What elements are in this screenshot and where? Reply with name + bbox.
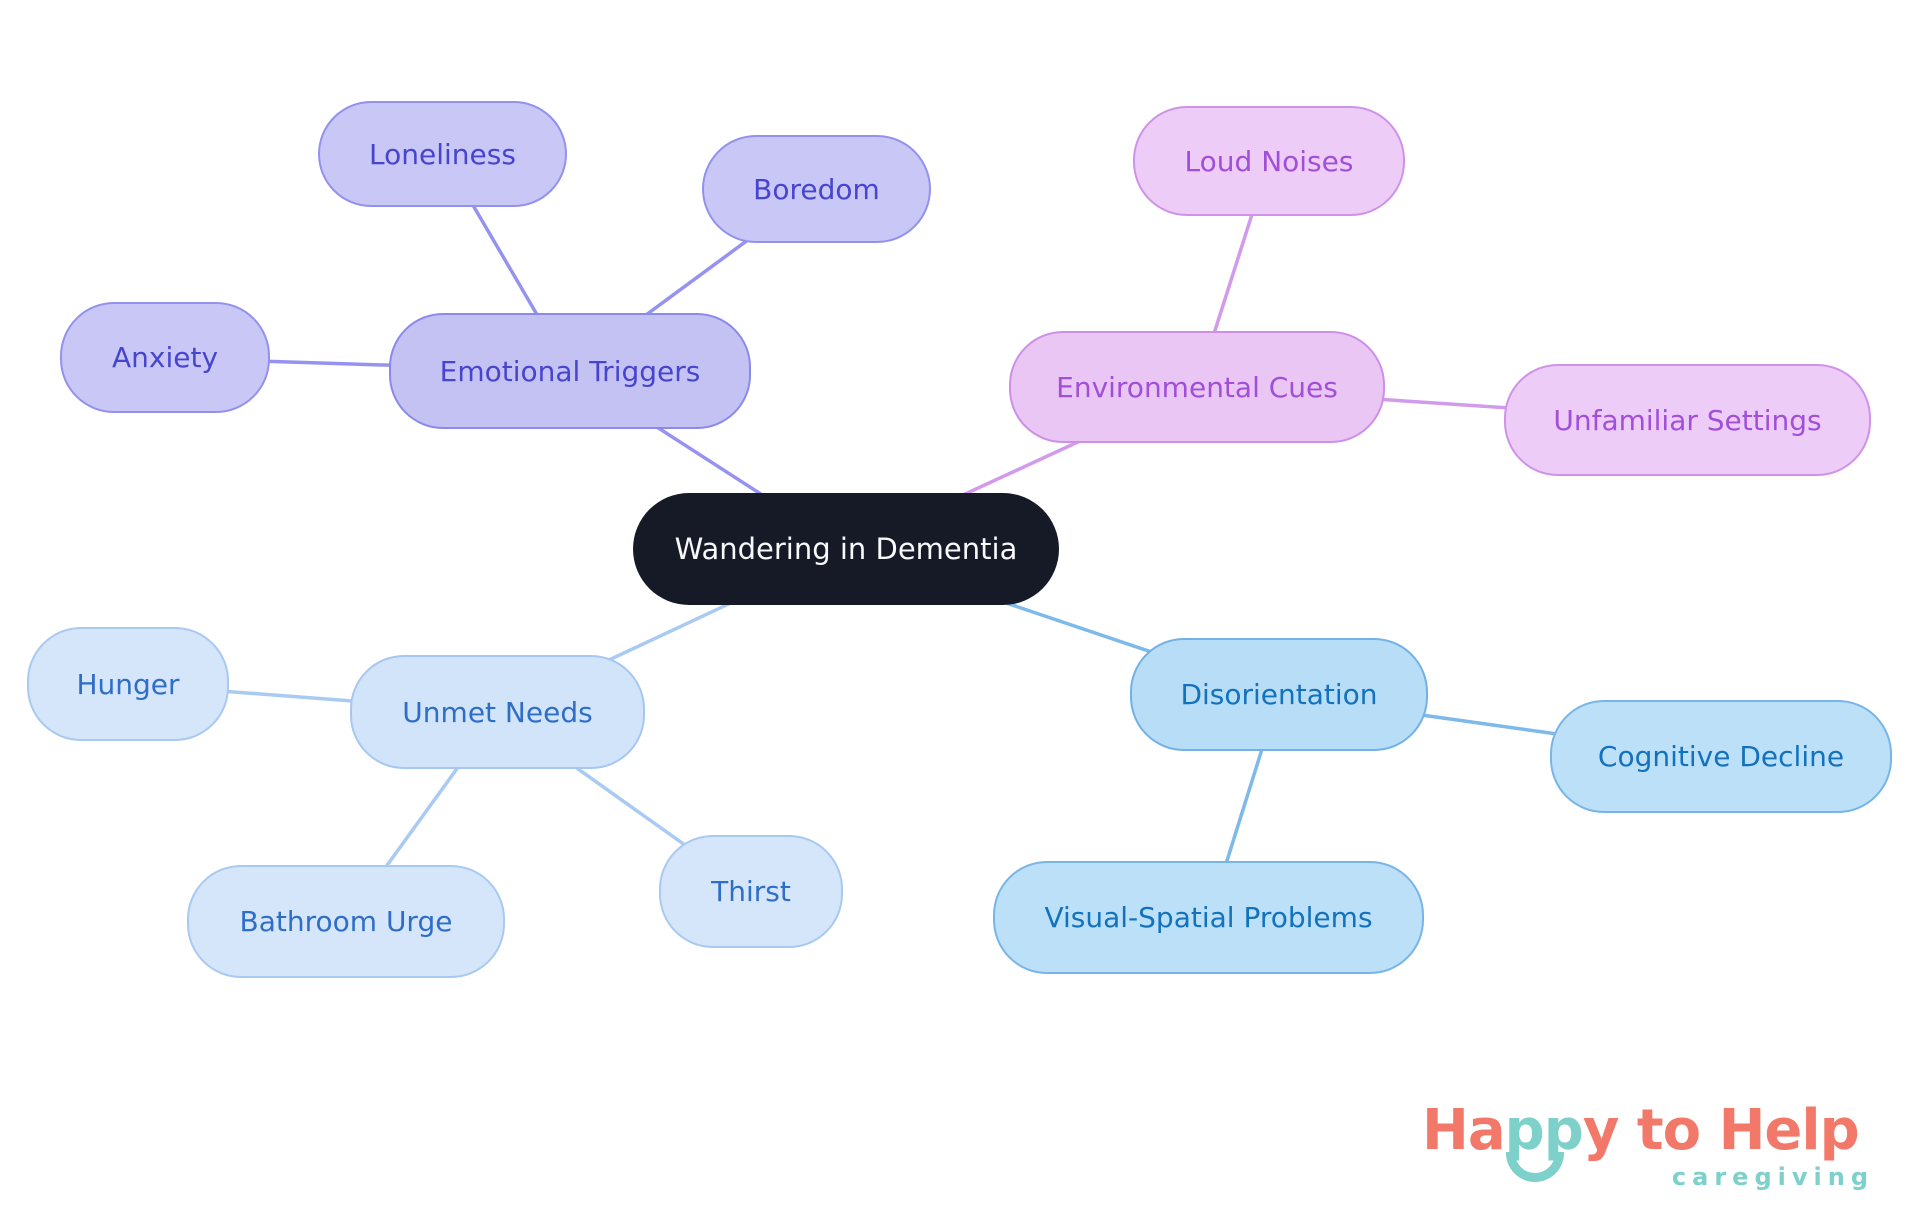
logo-wordmark: Happy to Help [1422,1101,1874,1182]
logo-subtitle: caregiving [1671,1162,1874,1191]
node-boredom[interactable]: Boredom [702,135,931,243]
node-bathroom-urge[interactable]: Bathroom Urge [187,865,505,978]
node-cognitive-decline[interactable]: Cognitive Decline [1550,700,1892,813]
node-anxiety[interactable]: Anxiety [60,302,270,413]
node-visual-spatial-problems[interactable]: Visual-Spatial Problems [993,861,1424,974]
logo-wordmark-part1: Ha [1422,1098,1506,1163]
node-unfamiliar-settings[interactable]: Unfamiliar Settings [1504,364,1871,476]
smile-icon [1506,1152,1564,1182]
node-emotional-triggers[interactable]: Emotional Triggers [389,313,751,429]
node-loud-noises[interactable]: Loud Noises [1133,106,1405,216]
logo: Happy to Help caregiving [1422,1101,1874,1191]
root-node-wandering-in-dementia[interactable]: Wandering in Dementia [633,493,1059,605]
node-environmental-cues[interactable]: Environmental Cues [1009,331,1385,443]
logo-wordmark-part2: pp [1504,1098,1584,1163]
node-disorientation[interactable]: Disorientation [1130,638,1428,751]
node-hunger[interactable]: Hunger [27,627,229,741]
logo-wordmark-part3: y to Help [1582,1098,1860,1163]
node-thirst[interactable]: Thirst [659,835,843,948]
node-unmet-needs[interactable]: Unmet Needs [350,655,645,769]
node-loneliness[interactable]: Loneliness [318,101,567,207]
